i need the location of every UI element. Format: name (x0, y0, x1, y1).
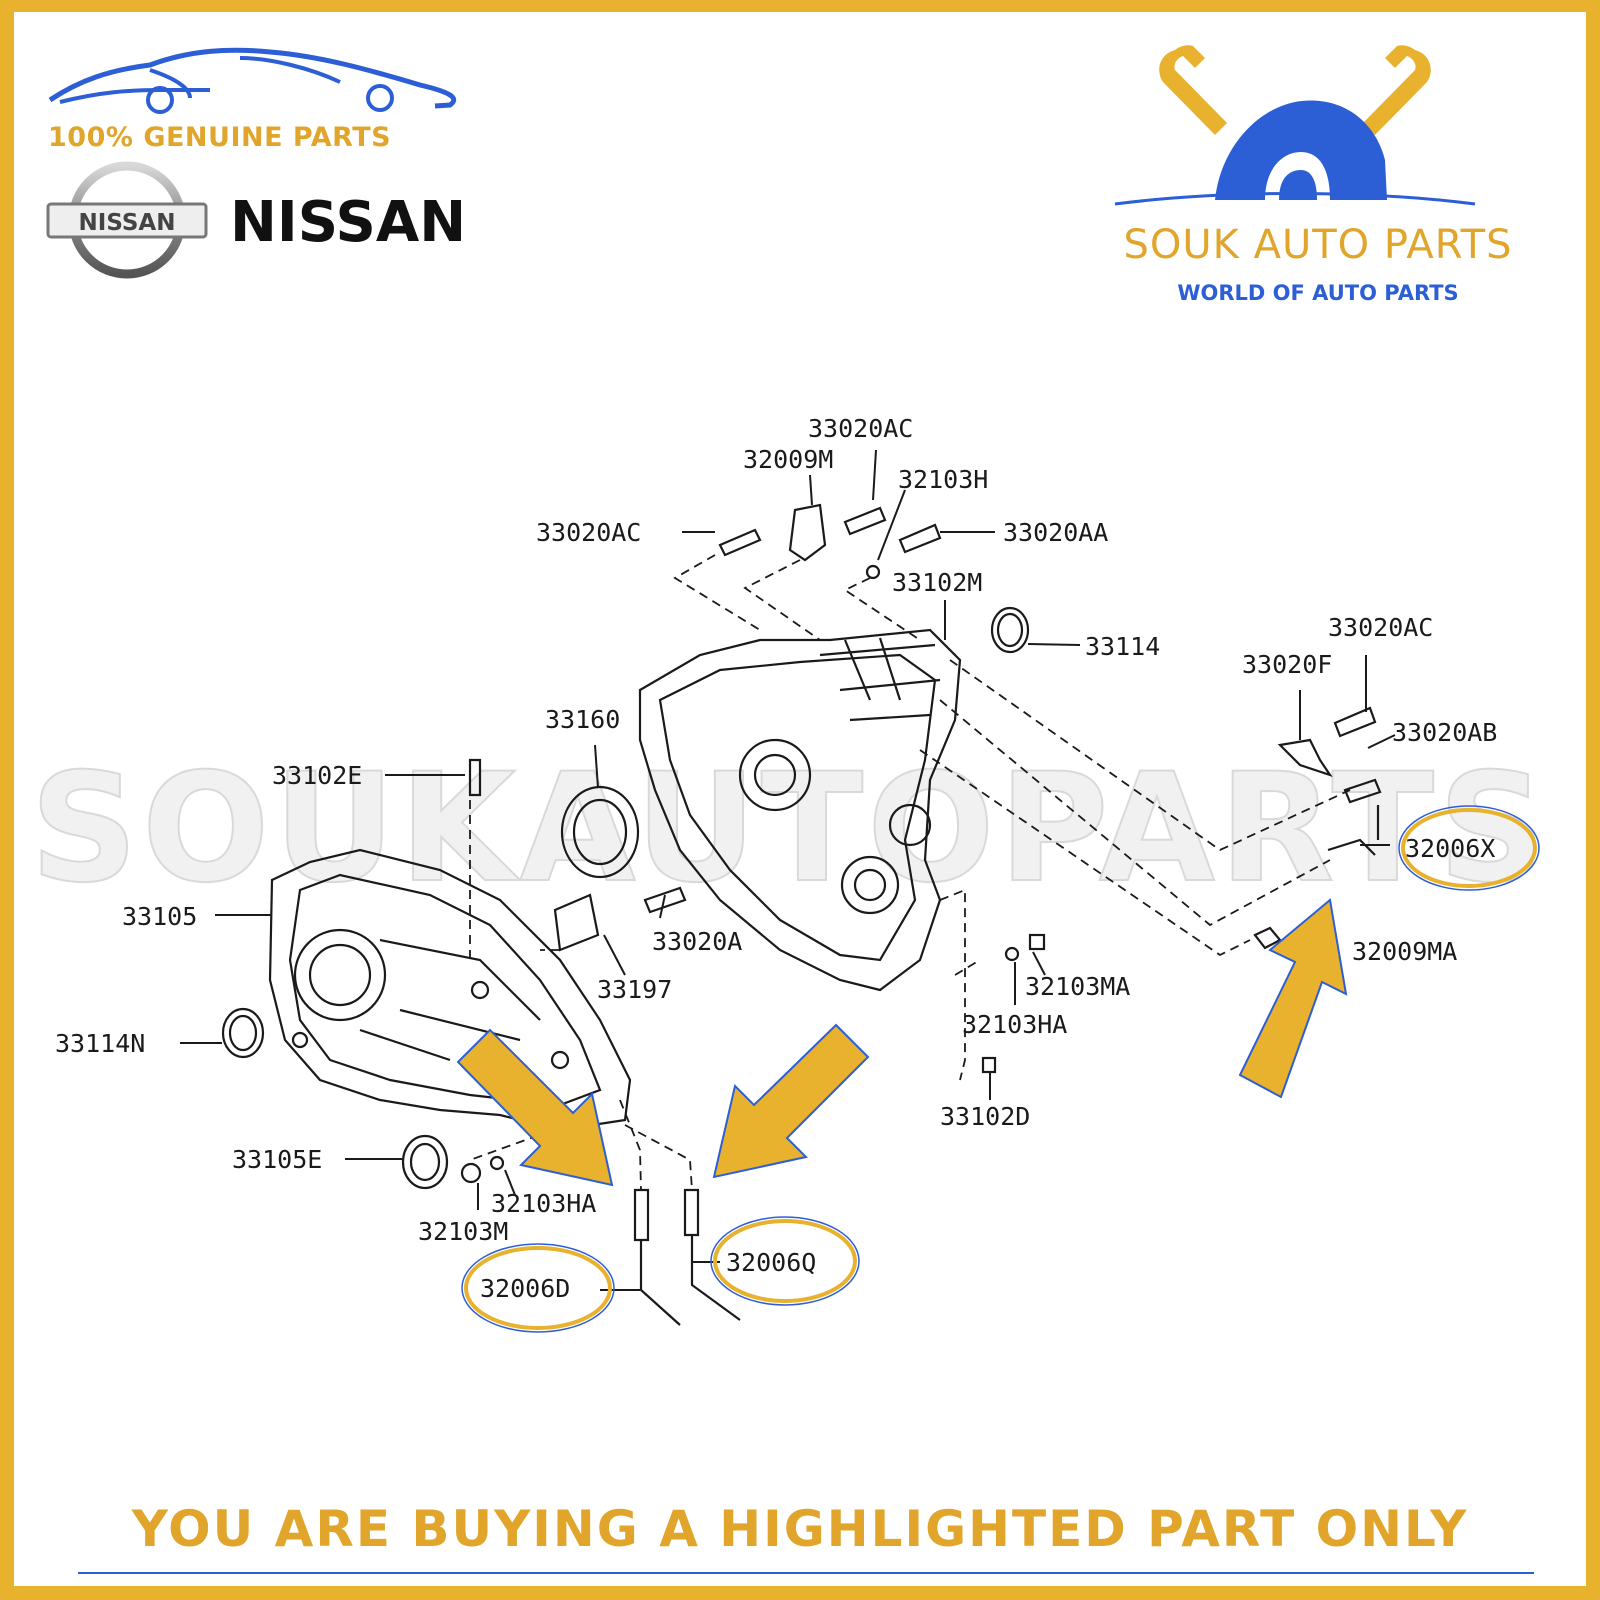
part-label: 32103HA (962, 1010, 1067, 1039)
part-label: 33020AC (536, 518, 641, 547)
part-label: 32009M (743, 445, 833, 474)
part-label: 32009MA (1352, 937, 1457, 966)
brand-name: NISSAN (230, 190, 467, 255)
part-label: 33105E (232, 1145, 322, 1174)
highlight-ring-32006X (1401, 808, 1537, 888)
part-label: 33102D (940, 1102, 1030, 1131)
part-label-highlighted: 32006D (480, 1274, 570, 1303)
part-label: 32103M (418, 1217, 508, 1246)
part-label: 33197 (597, 975, 672, 1004)
part-label: 33020AB (1392, 718, 1497, 747)
part-label: 33114 (1085, 632, 1160, 661)
part-label: 33020F (1242, 650, 1332, 679)
arrow-to-32006X-icon (1238, 898, 1348, 1099)
part-label-highlighted: 32006Q (726, 1248, 816, 1277)
part-label: 33160 (545, 705, 620, 734)
nissan-badge-text: NISSAN (79, 210, 176, 236)
front-housing (268, 848, 632, 1132)
part-label: 32103H (898, 465, 988, 494)
part-label: 32103MA (1025, 972, 1130, 1001)
highlight-ring-32006D (464, 1246, 612, 1330)
part-label: 33102E (272, 761, 362, 790)
watermark-text: SOUKAUTOPARTS (30, 742, 1550, 916)
highlight-ring-32006Q (713, 1219, 857, 1303)
genuine-parts-text: 100% GENUINE PARTS (48, 122, 392, 153)
part-label: 33020A (652, 927, 742, 956)
store-name: SOUK AUTO PARTS (1123, 222, 1513, 268)
part-label: 33020AA (1003, 518, 1108, 547)
part-label: 33114N (55, 1029, 145, 1058)
part-label: 33102M (892, 568, 982, 597)
nissan-logo-icon: NISSAN (46, 161, 208, 279)
arrow-to-32006D-icon (456, 1028, 614, 1187)
footer-notice: YOU ARE BUYING A HIGHLIGHTED PART ONLY (131, 1500, 1469, 1558)
part-label: 32103HA (491, 1189, 596, 1218)
part-label-highlighted: 32006X (1405, 834, 1495, 863)
footer-divider (78, 1572, 1534, 1574)
part-label: 33105 (122, 902, 197, 931)
arrow-to-32006Q-icon (712, 1023, 870, 1179)
store-tagline: WORLD OF AUTO PARTS (1177, 281, 1459, 305)
part-label: 33020AC (808, 414, 913, 443)
car-logo-icon (48, 47, 457, 114)
souk-logo-icon (1114, 45, 1476, 206)
part-label: 33020AC (1328, 613, 1433, 642)
